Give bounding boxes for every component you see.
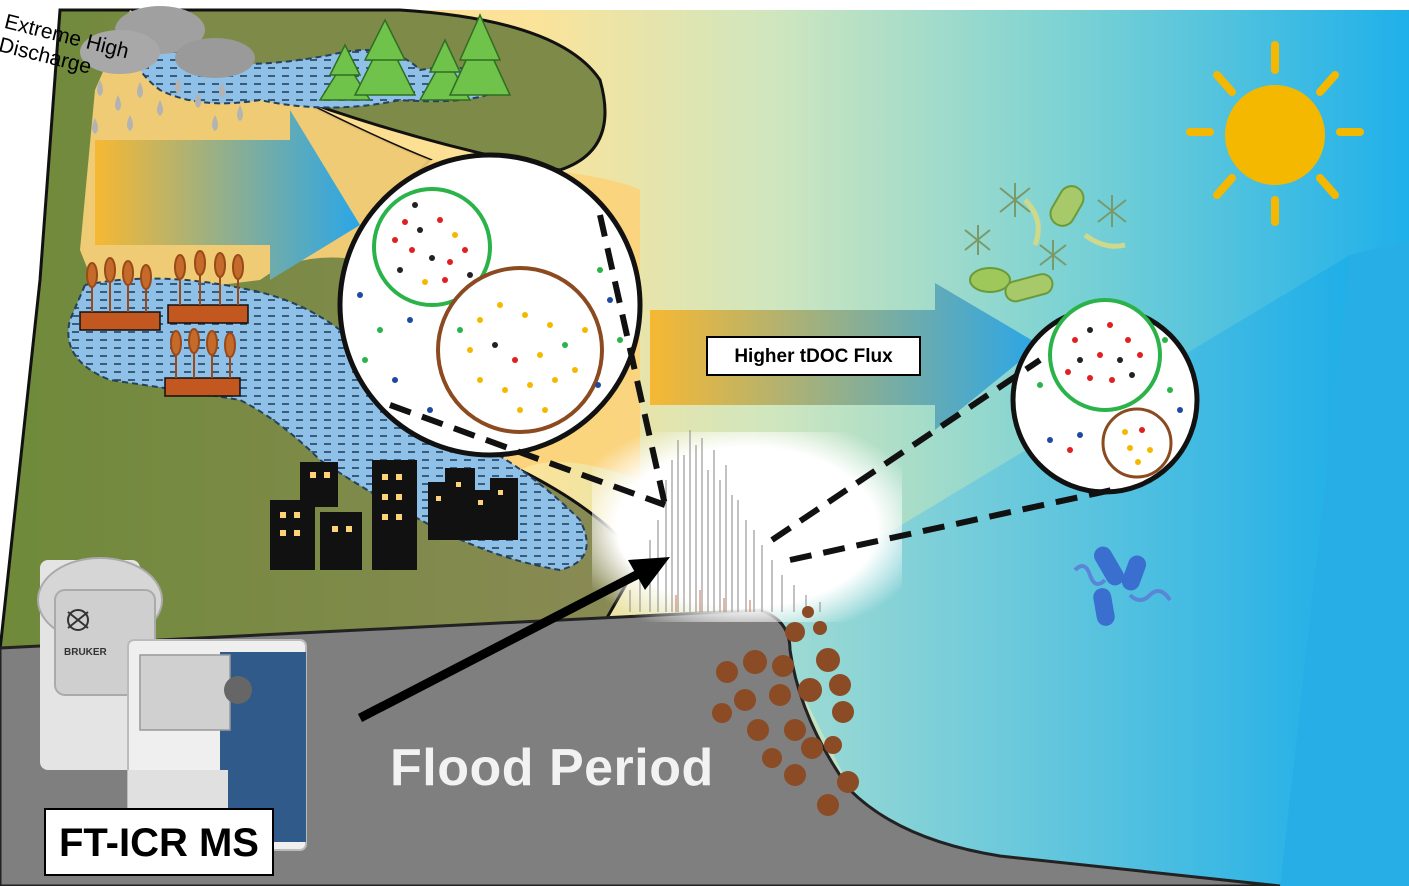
sediment-particles [712,606,859,816]
discharge-arrow [95,110,360,280]
rain-cloud-icon [80,6,255,134]
city-buildings-icon [270,460,518,570]
zoom-connector-lines [388,214,1113,563]
bacteria-icon [1073,546,1172,626]
brand-text: BRUKER [64,647,108,658]
water-surface [760,255,1350,886]
ground [0,608,1281,886]
aquatic-dom-dots-downstream [1065,322,1143,383]
instrument-label: FT-ICR MS [44,808,274,876]
terrestrial-dom-dots [457,302,588,413]
algae-icon [964,183,1127,303]
wheat-field-icon [79,250,249,397]
sun-icon [1186,41,1364,226]
period-label: Flood Period [390,739,714,797]
analysis-arrow [357,557,670,722]
forest-icon [318,13,512,101]
aquatic-dom-dots [392,202,473,285]
free-dom-dots-downstream [1037,337,1183,453]
downstream-dom-circle [1010,298,1200,495]
water-body [1280,240,1409,886]
terrestrial-dom-dots-downstream [1122,427,1153,465]
tdoc-flux-label: Higher tDOC Flux [706,336,921,376]
upstream-dom-circle [337,152,643,458]
free-dom-dots [357,267,623,413]
mass-spectrum-icon [592,430,902,622]
